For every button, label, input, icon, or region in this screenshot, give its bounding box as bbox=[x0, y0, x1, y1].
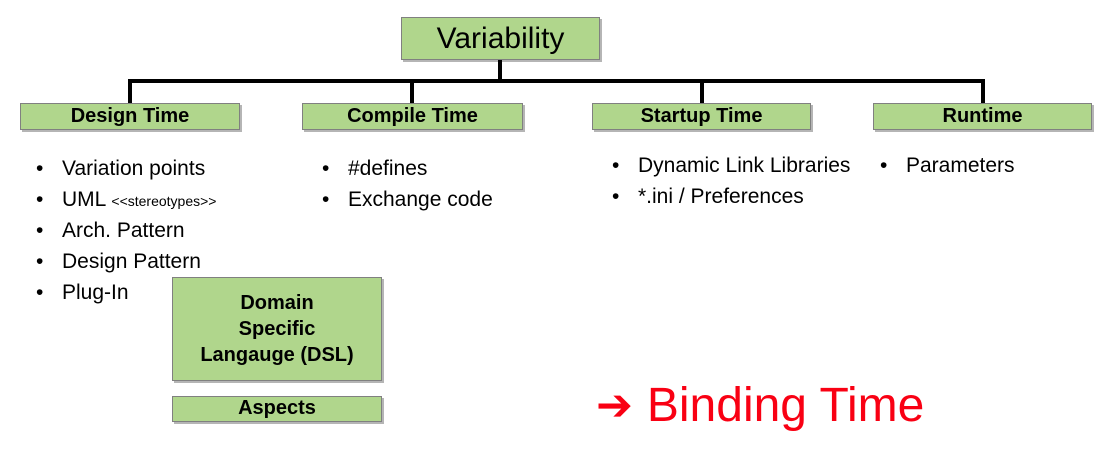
bullet-icon: • bbox=[612, 154, 620, 177]
connector-drop-design-time bbox=[128, 79, 132, 104]
node-variability: Variability bbox=[401, 17, 600, 60]
list-item: • Parameters bbox=[880, 152, 1100, 181]
bullet-icon: • bbox=[322, 157, 330, 180]
list-item: • #defines bbox=[322, 155, 552, 184]
node-startup-time: Startup Time bbox=[592, 103, 811, 130]
bullet-icon: • bbox=[36, 157, 44, 180]
list-item: • *.ini / Preferences bbox=[612, 183, 857, 212]
connector-drop-compile-time bbox=[410, 79, 414, 104]
bullet-icon: • bbox=[36, 249, 44, 273]
list-item-label: UML <<stereotypes>> bbox=[62, 186, 286, 215]
bullet-icon: • bbox=[36, 187, 44, 211]
node-startup-time-label: Startup Time bbox=[640, 104, 763, 127]
connector-root-stem bbox=[498, 60, 502, 82]
bullet-icon: • bbox=[612, 184, 620, 208]
list-item-label: Dynamic Link Libraries bbox=[638, 154, 851, 177]
node-variability-label: Variability bbox=[436, 21, 565, 55]
bullet-icon: • bbox=[880, 154, 888, 177]
list-item-label: Parameters bbox=[906, 154, 1015, 177]
list-item: • UML <<stereotypes>> bbox=[36, 186, 286, 215]
node-runtime-label: Runtime bbox=[942, 104, 1023, 127]
binding-time-label: Binding Time bbox=[646, 379, 925, 432]
list-item: • Arch. Pattern bbox=[36, 217, 286, 246]
bullet-icon: • bbox=[36, 218, 44, 242]
node-compile-time-label: Compile Time bbox=[347, 104, 478, 127]
list-item-label: Design Pattern bbox=[62, 249, 201, 273]
node-dsl-line-1: Domain bbox=[240, 292, 314, 314]
connector-drop-startup-time bbox=[700, 79, 704, 104]
list-item: • Plug-In bbox=[36, 279, 286, 308]
node-aspects-label: Aspects bbox=[238, 397, 316, 420]
node-compile-time: Compile Time bbox=[302, 103, 523, 130]
list-item-label: Exchange code bbox=[348, 187, 493, 211]
node-runtime: Runtime bbox=[873, 103, 1092, 130]
connector-drop-runtime bbox=[981, 79, 985, 104]
node-design-time: Design Time bbox=[20, 103, 240, 130]
list-item-label: Variation points bbox=[62, 157, 206, 180]
bullet-icon: • bbox=[36, 280, 44, 304]
list-item-label: #defines bbox=[348, 157, 428, 180]
list-item-label: Arch. Pattern bbox=[62, 218, 185, 242]
node-dsl-line-2: Specific bbox=[238, 318, 316, 340]
node-dsl-line-3: Langauge (DSL) bbox=[200, 344, 354, 366]
node-aspects: Aspects bbox=[172, 396, 382, 422]
node-domain-specific-language: Domain Specific Langauge (DSL) bbox=[172, 277, 382, 381]
list-item: • Design Pattern bbox=[36, 248, 286, 277]
list-item: • Dynamic Link Libraries bbox=[612, 152, 857, 181]
bullet-icon: • bbox=[322, 187, 330, 211]
bullet-list-design-time: • Variation points • UML <<stereotypes>>… bbox=[36, 155, 286, 310]
list-item-text: UML bbox=[62, 187, 112, 211]
list-item-stereotype: <<stereotypes>> bbox=[111, 192, 217, 209]
list-item-label: *.ini / Preferences bbox=[638, 184, 804, 208]
bullet-list-runtime: • Parameters bbox=[880, 152, 1100, 183]
bullet-list-startup-time: • Dynamic Link Libraries • *.ini / Prefe… bbox=[612, 152, 857, 214]
right-arrow-icon: ➔ bbox=[596, 380, 633, 431]
list-item-label: Plug-In bbox=[62, 280, 129, 304]
connector-horizontal-bar bbox=[129, 79, 985, 83]
list-item: • Variation points bbox=[36, 155, 286, 184]
node-design-time-label: Design Time bbox=[70, 104, 190, 127]
bullet-list-compile-time: • #defines • Exchange code bbox=[322, 155, 552, 217]
binding-time-callout: ➔ Binding Time bbox=[596, 382, 924, 430]
list-item: • Exchange code bbox=[322, 186, 552, 215]
